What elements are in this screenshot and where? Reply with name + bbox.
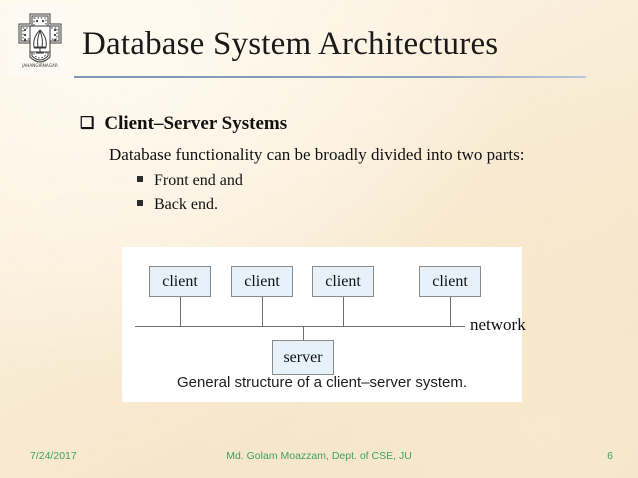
slide-footer: 7/24/2017 Md. Golam Moazzam, Dept. of CS…: [0, 447, 638, 467]
diagram-connector-client-1: [180, 297, 181, 326]
page-title: Database System Architectures: [82, 26, 499, 62]
bullet-level3-back-end: Back end.: [137, 196, 218, 214]
diagram-connector-client-3: [343, 297, 344, 326]
diagram-connector-server: [303, 326, 304, 340]
diagram-connector-client-4: [450, 297, 451, 326]
crest-icon: JAHANGIRNAGAR: [18, 13, 62, 68]
diagram-caption: General structure of a client–server sys…: [176, 374, 468, 391]
footer-page-number: 6: [607, 450, 613, 462]
bullet-level1-label: Client–Server Systems: [104, 113, 288, 134]
bullet-level1-client-server: ❑ Client–Server Systems: [80, 113, 287, 135]
diagram-node-client-1: client: [149, 266, 211, 297]
bullet-level2-description: Database functionality can be broadly di…: [109, 145, 525, 164]
diagram-node-client-4: client: [419, 266, 481, 297]
filled-square-bullet-icon: [137, 176, 143, 182]
crest-motto: JAHANGIRNAGAR: [21, 63, 58, 68]
bullet-level3-label: Front end and: [154, 172, 243, 189]
diagram-network-label: network: [470, 315, 526, 334]
diagram-node-server: server: [272, 340, 334, 375]
title-divider: [74, 76, 586, 78]
university-crest-logo: JAHANGIRNAGAR: [9, 5, 71, 76]
bullet-level3-label: Back end.: [154, 196, 218, 213]
diagram-node-client-2: client: [231, 266, 293, 297]
diagram-network-bus: [135, 326, 465, 327]
footer-date: 7/24/2017: [30, 450, 77, 462]
diagram-node-client-3: client: [312, 266, 374, 297]
diagram-connector-client-2: [262, 297, 263, 326]
hollow-square-bullet-icon: ❑: [80, 115, 95, 132]
footer-author: Md. Golam Moazzam, Dept. of CSE, JU: [226, 450, 412, 462]
filled-square-bullet-icon: [137, 200, 143, 206]
client-server-diagram: client client client client network serv…: [122, 247, 526, 402]
bullet-level3-front-end: Front end and: [137, 172, 243, 190]
diagram-canvas: client client client client network serv…: [122, 247, 526, 402]
